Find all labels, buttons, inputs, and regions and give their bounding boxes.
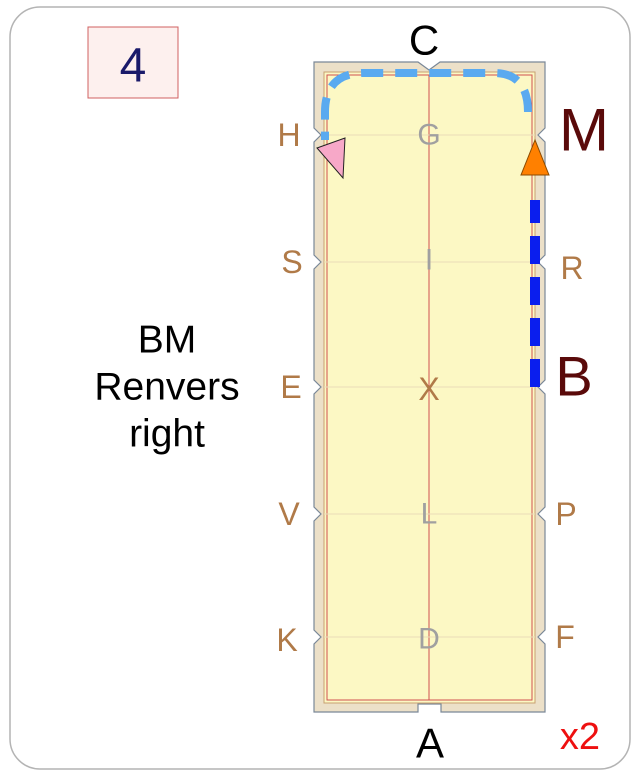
marker-v: V [278, 496, 300, 532]
end-triangle [316, 137, 346, 180]
marker-f: F [555, 619, 575, 655]
path-corner-segment [321, 69, 532, 140]
start-triangle [520, 138, 550, 176]
step-number: 4 [120, 40, 147, 93]
marker-x: X [418, 371, 439, 407]
marker-g: G [417, 119, 440, 152]
marker-d: D [418, 623, 440, 656]
arena-gridlines [324, 134, 535, 638]
marker-m: M [559, 97, 609, 164]
marker-p: P [555, 496, 576, 532]
marker-a: A [416, 720, 444, 767]
step-number-box [87, 26, 179, 99]
marker-k: K [276, 622, 297, 658]
marker-i: I [425, 244, 433, 277]
marker-l: L [421, 498, 438, 531]
repeat-label: x2 [560, 716, 600, 758]
marker-r: R [560, 250, 583, 286]
marker-e: E [280, 369, 301, 405]
movement-line-2: Renvers [94, 366, 239, 409]
marker-b: B [555, 345, 592, 408]
movement-line-1: BM [138, 319, 197, 362]
marker-s: S [281, 244, 302, 280]
marker-h: H [277, 117, 300, 153]
marker-c: C [409, 17, 439, 64]
movement-line-3: right [129, 413, 205, 456]
